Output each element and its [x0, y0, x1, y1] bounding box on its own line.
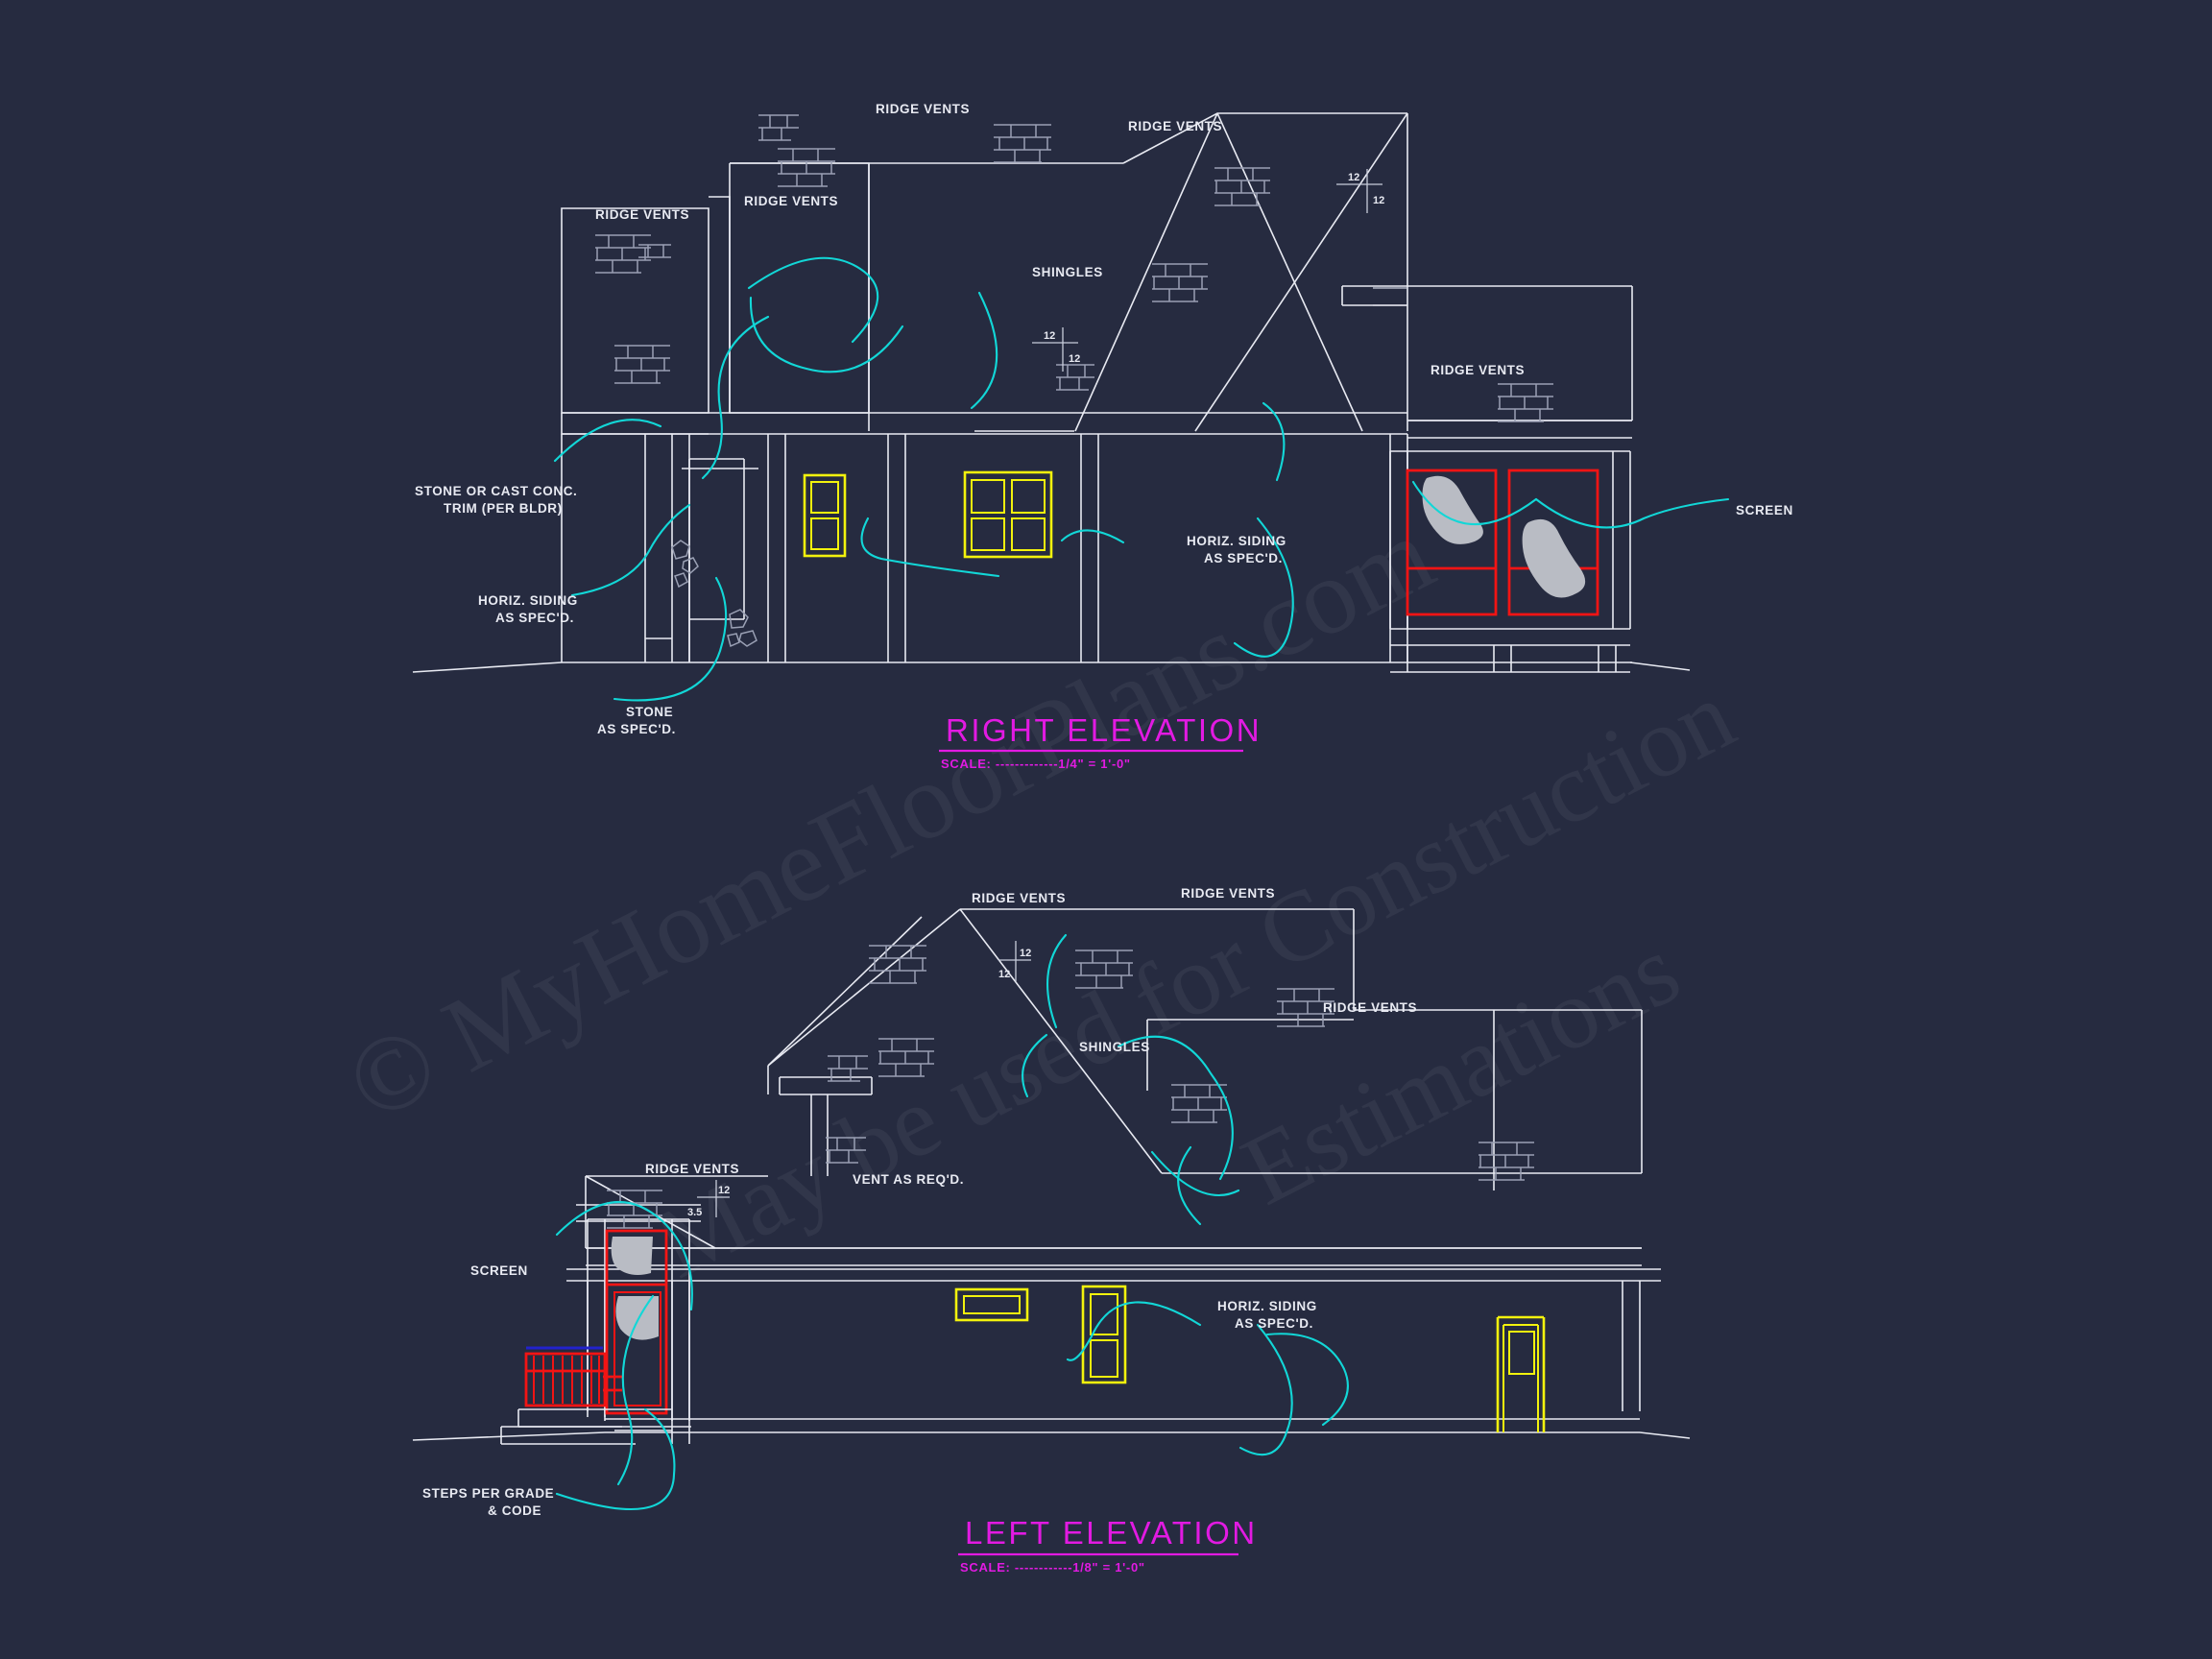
label-ridge-vents-2: RIDGE VENTS [744, 194, 838, 208]
label-ridge-vents-3: RIDGE VENTS [1323, 1000, 1417, 1015]
left-pitch-marker-2: 12 3.5 [687, 1180, 730, 1218]
label-steps-1: STEPS PER GRADE [422, 1486, 554, 1501]
label-ridge-vents-1: RIDGE VENTS [972, 891, 1066, 905]
label-screen-left: SCREEN [470, 1263, 528, 1278]
right-window-single [803, 473, 847, 558]
pitch-rise-label: 12 [718, 1185, 730, 1196]
right-pitch-marker-2: 12 12 [1032, 327, 1080, 372]
label-ridge-vents-5: RIDGE VENTS [1431, 363, 1525, 377]
left-roof-outlines [566, 908, 1661, 1282]
pitch-run-label: 3.5 [687, 1207, 702, 1218]
label-horiz-siding-left-2: AS SPEC'D. [495, 611, 574, 625]
label-horiz-siding-left-1: HORIZ. SIDING [478, 593, 578, 608]
label-screen-right: SCREEN [1736, 503, 1793, 517]
left-screen-entry [500, 1204, 701, 1445]
right-window-double [963, 470, 1053, 559]
left-elevation-drawing: 12 12 12 3.5 [412, 886, 1691, 1575]
pitch-run-label: 12 [1069, 353, 1080, 365]
label-stone-trim-line2: TRIM (PER BLDR) [444, 501, 563, 516]
right-column-detail [644, 434, 758, 662]
left-porch-railing [524, 1346, 622, 1407]
left-roof-brick-hatch [607, 945, 1534, 1229]
label-shingles: SHINGLES [1032, 265, 1103, 279]
left-elevation-scale: SCALE: ------------1/8" = 1'-0" [960, 1560, 1145, 1575]
right-elevation-title-block: RIGHT ELEVATION SCALE: -------------1/4"… [939, 712, 1262, 771]
pitch-rise-label: 12 [1020, 948, 1031, 959]
left-door-yellow [1496, 1315, 1546, 1432]
label-horiz-siding-2: AS SPEC'D. [1235, 1316, 1313, 1331]
label-stone-trim-line1: STONE OR CAST CONC. [415, 484, 577, 498]
pitch-run-label: 12 [998, 969, 1010, 980]
label-horiz-siding-mid-2: AS SPEC'D. [1204, 551, 1283, 565]
label-stone-1: STONE [626, 705, 673, 719]
right-leader-lines [553, 256, 1730, 702]
pitch-run-label: 12 [1373, 195, 1384, 206]
label-shingles: SHINGLES [1079, 1040, 1150, 1054]
right-pitch-marker-1: 12 12 [1336, 169, 1384, 213]
label-horiz-siding-mid-1: HORIZ. SIDING [1187, 534, 1286, 548]
label-ridge-vents-3: RIDGE VENTS [876, 102, 970, 116]
left-pitch-marker-1: 12 12 [998, 941, 1031, 981]
label-horiz-siding-1: HORIZ. SIDING [1217, 1299, 1317, 1313]
label-vent-as-reqd: VENT AS REQ'D. [853, 1172, 964, 1187]
label-stone-2: AS SPEC'D. [597, 722, 676, 736]
pitch-rise-label: 12 [1348, 172, 1359, 183]
label-ridge-vents-4: RIDGE VENTS [645, 1162, 739, 1176]
label-steps-2: & CODE [488, 1503, 541, 1518]
left-window-single [1081, 1285, 1127, 1384]
right-elevation-title: RIGHT ELEVATION [946, 712, 1262, 748]
pitch-rise-label: 12 [1044, 330, 1055, 342]
right-screen-porch [1389, 450, 1691, 673]
left-window-transom [954, 1287, 1029, 1322]
label-ridge-vents-2: RIDGE VENTS [1181, 886, 1275, 901]
left-elevation-title: LEFT ELEVATION [965, 1515, 1258, 1551]
right-elevation-drawing: 12 12 12 12 [412, 102, 1793, 771]
label-ridge-vents-1: RIDGE VENTS [595, 207, 689, 222]
left-leader-lines [555, 933, 1349, 1511]
left-elevation-title-block: LEFT ELEVATION SCALE: ------------1/8" =… [958, 1515, 1258, 1575]
right-fascia-bands [562, 285, 1632, 439]
label-ridge-vents-4: RIDGE VENTS [1128, 119, 1222, 133]
right-elevation-scale: SCALE: -------------1/4" = 1'-0" [941, 757, 1131, 771]
